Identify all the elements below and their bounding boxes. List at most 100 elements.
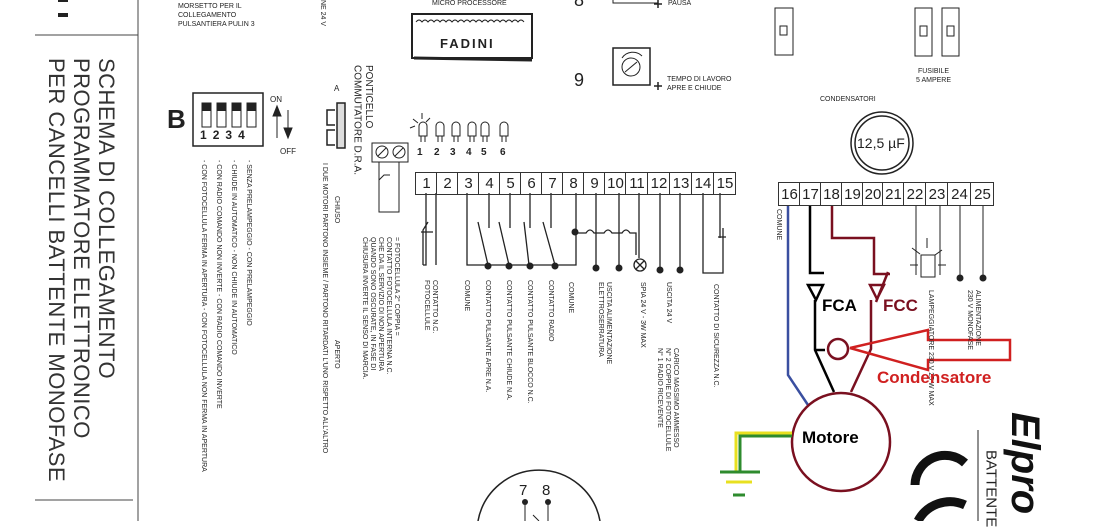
- terminal-block-16-25: 16 17 18 19 20 21 22 23 24 25: [778, 182, 994, 206]
- jumper-icon: [326, 102, 346, 149]
- terminal: 10: [604, 173, 626, 194]
- terminal: 1: [415, 173, 437, 194]
- terminal: 19: [841, 183, 863, 205]
- dip-switch-numbers: 1 2 3 4: [200, 128, 245, 142]
- condensatore-label: Condensatore: [877, 368, 992, 387]
- led-number: 1: [417, 147, 423, 158]
- led-number: 3: [450, 147, 456, 158]
- title-line-3: PER CANCELLI BATTENTE MONOFASE: [44, 58, 69, 483]
- motor-icon: [790, 391, 892, 493]
- dip-number: 3: [225, 128, 233, 142]
- red-arrow-icon: [849, 328, 1012, 372]
- fcc-label: FCC: [883, 296, 918, 315]
- page-number-fragment: [58, 0, 68, 17]
- terminal: 5: [499, 173, 521, 194]
- label-t12: USCITA 24 V: [665, 282, 673, 324]
- trimmer-9-number: 9: [574, 70, 585, 90]
- trimmer-8-icon: [612, 0, 659, 4]
- chiuso-label: CHIUSO: [333, 196, 341, 224]
- terminal: 23: [925, 183, 948, 205]
- fca-wire: [805, 205, 836, 393]
- label-t11: SPIA 24 V - 3W MAX: [639, 282, 647, 348]
- terminal: 25: [970, 183, 994, 205]
- pausa-label: PAUSA: [668, 0, 692, 7]
- bottom-connector-icon: [477, 469, 601, 521]
- label-t6: CONTATTO PULSANTE BLOCCO N.C.: [526, 280, 534, 404]
- dip-section-letter: B: [167, 104, 186, 134]
- plus-icon: [654, 0, 662, 90]
- terminal-dots: [484, 228, 684, 274]
- terminal: 7: [541, 173, 563, 194]
- label-t22-23: LAMPEGGIATORE 230 V 25 W MAX: [927, 290, 935, 406]
- microprocessor-label: MICRO PROCESSORE: [432, 0, 507, 7]
- label-t9-10: USCITA ALIMENTAZIONE ELETTROSERRATURA: [597, 282, 613, 365]
- motore-label: Motore: [802, 428, 859, 447]
- dip-number: 1: [200, 128, 207, 142]
- capacitor-value: 12,5 µF: [857, 135, 905, 151]
- dip-number: 2: [212, 128, 220, 142]
- terminal: 4: [478, 173, 500, 194]
- terminal: 20: [862, 183, 883, 205]
- led-number: 5: [481, 147, 487, 158]
- capacitor-icon: [850, 111, 914, 175]
- ce-logo-icon: [910, 450, 968, 521]
- label-t8: COMUNE: [567, 282, 575, 314]
- led-number: 4: [466, 147, 472, 158]
- terminal-block-1-15: 1 2 3 4 5 6 7 8 9 10 11 12 13 14 15: [415, 172, 736, 195]
- terminal: 24: [947, 183, 971, 205]
- ponticello-label: PONTICELLO COMMUTATORE D.R.A.: [351, 65, 375, 175]
- label-t5: CONTATTO PULSANTE CHIUDE N.A.: [505, 280, 513, 401]
- trimmer-8-number: 8: [574, 0, 585, 10]
- label-t7: CONTATTO RADIO: [547, 280, 555, 342]
- connector-pin-8: 8: [542, 482, 551, 499]
- terminal: 9: [583, 173, 605, 194]
- dip-option-1: - SENZA PRELAMPEGGIO - CON PRELAMPEGGIO: [245, 160, 253, 326]
- terminal: 12: [647, 173, 670, 194]
- terminal: 18: [820, 183, 842, 205]
- off-label: OFF: [280, 147, 296, 156]
- capacitor-symbol-icon: [826, 337, 850, 361]
- led-number: 2: [434, 147, 440, 158]
- terminal: 17: [799, 183, 821, 205]
- title-line-1: SCHEMA DI COLLEGAMENTO: [94, 58, 119, 380]
- label-carico: CARICO MASSIMO AMMESSO N° 2 COPPIE DI FO…: [656, 348, 680, 452]
- dip-option-4: - CON FOTOCELLULA FERMA IN APERTURA - CO…: [200, 160, 208, 472]
- brand-name: Elpro: [1003, 412, 1047, 515]
- terminal: 13: [669, 173, 692, 194]
- title-line-2: PROGRAMMATORE ELETTRONICO: [69, 58, 94, 439]
- on-off-arrows-icon: [272, 104, 293, 140]
- led-icons: [409, 113, 509, 142]
- microprocessor-chip-icon: [411, 13, 533, 62]
- terminal: 14: [691, 173, 714, 194]
- chip-brand: FADINI: [440, 36, 495, 51]
- label-t1-2: CONTATTO N.C. FOTOCELLULE: [423, 280, 439, 334]
- terminal: 8: [562, 173, 584, 194]
- dip-option-2: - CHIUDE IN AUTOMATICO - NON CHIUDE IN A…: [230, 160, 238, 355]
- ne24v-label: NE 24 V: [319, 0, 327, 27]
- terminal: 2: [436, 173, 458, 194]
- terminal: 6: [520, 173, 542, 194]
- label-t24-25: ALIMENTAZIONE 230 V MONOFASE: [966, 290, 982, 350]
- morsetto-label: MORSETTO PER IL COLLEGAMENTO PULSANTIERA…: [178, 3, 255, 28]
- earth-ground-icon: [720, 431, 792, 497]
- jumper-description: I DUE MOTORI PARTONO INSIEME / PARTONO R…: [321, 163, 329, 454]
- fuse-icon: [774, 7, 960, 57]
- label-t16: COMUNE: [775, 209, 783, 241]
- fca-label: FCA: [822, 296, 857, 315]
- terminal: 16: [778, 183, 800, 205]
- connector-pin-7: 7: [519, 482, 528, 499]
- label-t4: CONTATTO PULSANTE APRE N.A.: [484, 280, 492, 393]
- terminal: 21: [882, 183, 904, 205]
- trimmer-9-icon: [612, 47, 651, 86]
- comune-wire-blue: [786, 205, 810, 406]
- terminal: 22: [903, 183, 926, 205]
- fotocellula-note: = FOTOCELLULA 2° COPPIA = CONTATTO FOTOC…: [361, 237, 401, 380]
- fuse-label: FUSIBILE 5 AMPERE: [916, 68, 952, 84]
- label-t14-15: CONTATTO DI SICUREZZA N.C.: [712, 284, 720, 388]
- tempo-label: TEMPO DI LAVORO APRE E CHIUDE: [667, 76, 732, 92]
- brand-subtitle: BATTENTE: [982, 450, 1000, 527]
- on-label: ON: [270, 95, 282, 104]
- jumper-a-label: A: [334, 84, 340, 93]
